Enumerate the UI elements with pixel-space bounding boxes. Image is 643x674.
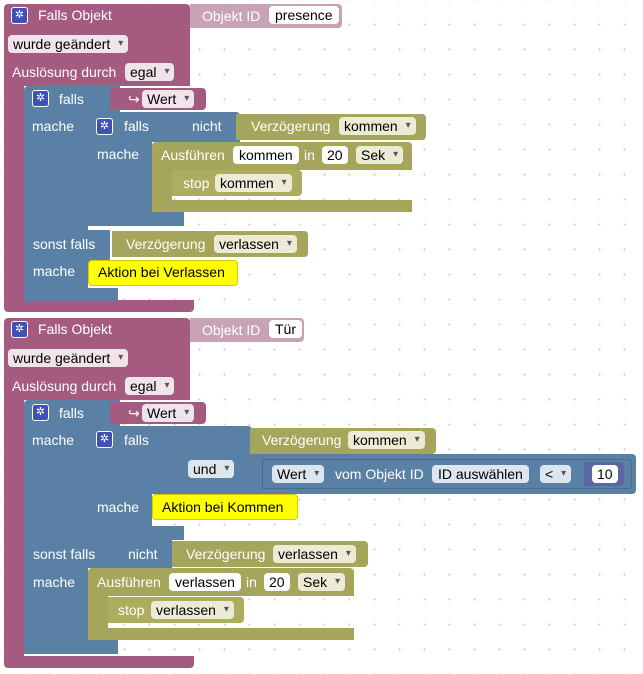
object-id-label: Objekt ID (202, 8, 261, 24)
object-id-input[interactable]: Tür (269, 320, 302, 338)
trigger-block-spine (4, 86, 24, 306)
delay-dropdown[interactable]: kommen (348, 431, 425, 449)
trigger-block-spine (4, 400, 24, 660)
inner-if-footer (88, 526, 184, 540)
gear-icon[interactable]: ✲ (11, 321, 28, 338)
else-delay-label: Verzögerung (186, 546, 266, 562)
inner-do-label: mache (97, 499, 140, 515)
run-label: Ausführen (97, 574, 161, 590)
if-block-footer (24, 636, 118, 654)
not-block[interactable] (180, 114, 240, 140)
inner-if-label: falls (124, 432, 149, 448)
inner-if-footer (88, 212, 184, 226)
gear-icon[interactable]: ✲ (32, 90, 49, 107)
if-block-row-else (24, 540, 172, 568)
duration-input[interactable]: 20 (322, 146, 348, 164)
not-label: nicht (128, 546, 158, 562)
inner-if-spine (88, 494, 152, 528)
trigger-block-footer (4, 656, 194, 668)
else-do-label: mache (33, 263, 76, 279)
if-block-spine-2 (24, 264, 88, 292)
operator-dropdown[interactable]: < (540, 465, 572, 483)
from-object-label: vom Objekt ID (335, 466, 424, 482)
run-block-spine (152, 170, 172, 202)
block-header: Falls Objekt (38, 7, 112, 23)
trigger-dropdown[interactable]: egal (125, 63, 175, 81)
change-dropdown[interactable]: wurde geändert (8, 35, 129, 53)
stop-label: stop (118, 602, 145, 618)
run-input[interactable]: verlassen (169, 573, 241, 591)
if-label: falls (59, 91, 84, 107)
if-block-footer (24, 288, 118, 302)
stop-label: stop (183, 175, 210, 191)
delay-label: Verzögerung (251, 118, 331, 134)
gear-icon[interactable]: ✲ (96, 118, 113, 135)
get-value-dropdown[interactable]: Wert (272, 465, 325, 483)
return-arrow-icon: ↪ (128, 405, 140, 421)
stop-dropdown[interactable]: kommen (215, 174, 292, 192)
inner-if-label: falls (124, 118, 149, 134)
comment-text: Aktion bei Kommen (162, 499, 284, 515)
compare-number-input[interactable]: 10 (592, 465, 618, 483)
gear-icon[interactable]: ✲ (32, 404, 49, 421)
do-label: mache (32, 118, 75, 134)
object-id-label: Objekt ID (202, 322, 261, 338)
object-id-input[interactable]: presence (269, 6, 339, 24)
comment-block[interactable] (152, 494, 298, 520)
run-label: Ausführen (161, 147, 225, 163)
else-if-label: sonst falls (33, 236, 96, 252)
value-dropdown[interactable]: Wert (142, 404, 195, 422)
run-input[interactable]: kommen (233, 146, 299, 164)
else-do-label: mache (33, 574, 76, 590)
unit-dropdown[interactable]: Sek (298, 573, 346, 591)
gear-icon[interactable]: ✲ (96, 431, 113, 448)
run-block-spine (88, 596, 108, 632)
delay-label: Verzögerung (262, 432, 342, 448)
else-delay-dropdown[interactable]: verlassen (273, 545, 356, 563)
comment-text: Aktion bei Verlassen (98, 264, 225, 280)
if-block-spine-2 (24, 568, 88, 640)
in-label: in (246, 574, 257, 590)
if-block-row-else (24, 230, 110, 264)
else-delay-dropdown[interactable]: verlassen (214, 235, 297, 253)
comment-block[interactable] (88, 260, 238, 286)
not-label: nicht (192, 118, 222, 134)
inner-if-spine (88, 142, 152, 216)
trigger-dropdown[interactable]: egal (125, 377, 175, 395)
do-label: mache (32, 432, 75, 448)
stop-dropdown[interactable]: verlassen (151, 601, 234, 619)
delay-dropdown[interactable]: kommen (339, 117, 416, 135)
trigger-block-footer (4, 300, 194, 312)
change-dropdown[interactable]: wurde geändert (8, 349, 129, 367)
block-header: Falls Objekt (38, 321, 112, 337)
return-arrow-icon: ↪ (128, 91, 140, 107)
inner-do-label: mache (97, 146, 140, 162)
in-label: in (304, 147, 315, 163)
else-delay-label: Verzögerung (126, 236, 206, 252)
trigger-label: Auslösung durch (12, 378, 117, 394)
run-block-footer (88, 628, 354, 640)
unit-dropdown[interactable]: Sek (356, 146, 404, 164)
and-dropdown[interactable]: und (188, 460, 235, 478)
gear-icon[interactable]: ✲ (11, 7, 28, 24)
if-label: falls (59, 405, 84, 421)
else-if-label: sonst falls (33, 546, 96, 562)
duration-input[interactable]: 20 (264, 573, 290, 591)
trigger-label: Auslösung durch (12, 64, 117, 80)
id-select-button[interactable]: ID auswählen (432, 465, 529, 483)
value-dropdown[interactable]: Wert (142, 90, 195, 108)
run-block-footer (152, 200, 412, 212)
if-block-spine (24, 216, 88, 230)
